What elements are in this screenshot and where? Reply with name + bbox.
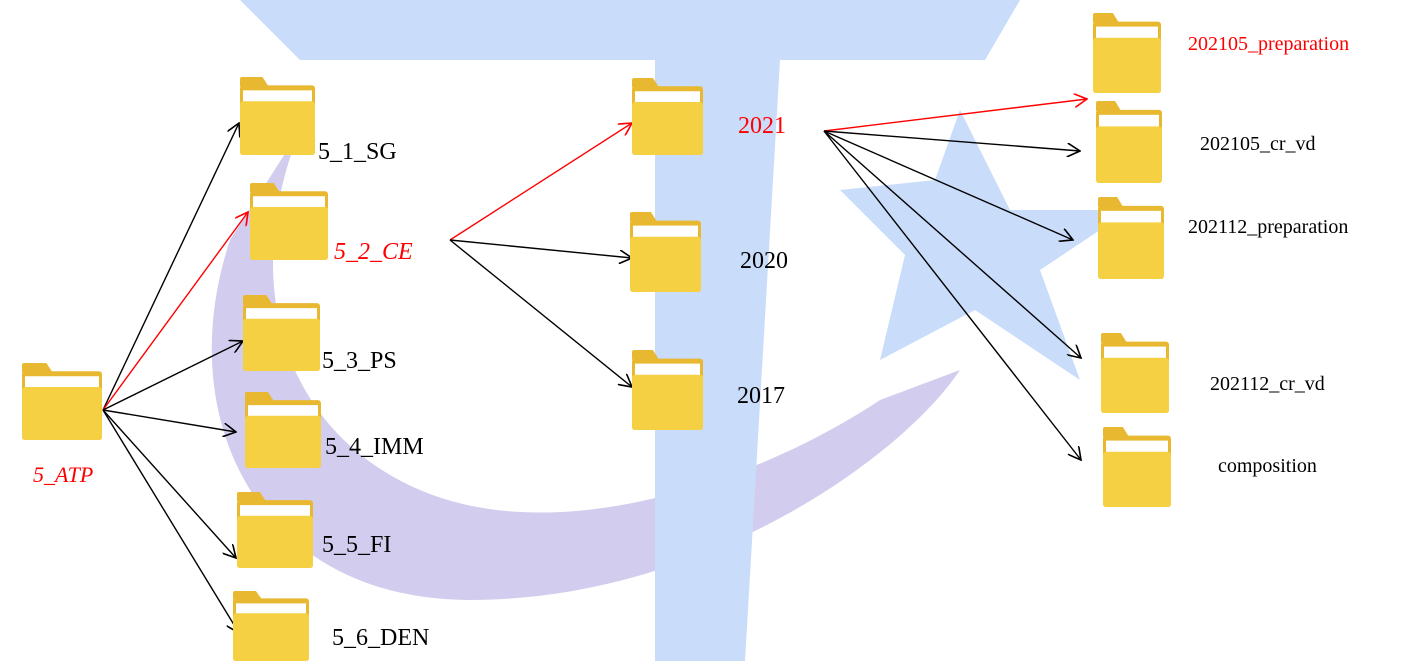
level3-folder-icon[interactable]	[1101, 333, 1169, 413]
highlight-arrow	[102, 212, 248, 411]
arrow	[102, 409, 239, 633]
level2-folder-icon[interactable]	[630, 212, 701, 292]
folder-label: 5_6_DEN	[332, 625, 429, 651]
folder-label: 5_2_CE	[334, 239, 413, 265]
folder-label: 202112_cr_vd	[1210, 373, 1325, 395]
arrow	[823, 130, 1073, 240]
level1-folder-icon[interactable]	[233, 591, 309, 661]
arrow	[823, 130, 1080, 151]
arrow	[102, 409, 236, 558]
folder-label: 202105_cr_vd	[1200, 133, 1316, 155]
level3-folder-icon[interactable]	[1103, 427, 1171, 507]
arrow	[823, 130, 1081, 358]
root-folder-icon[interactable]	[22, 363, 102, 440]
watermark-logo	[211, 0, 1130, 661]
highlight-arrow	[449, 123, 632, 241]
folder-label: 2017	[737, 383, 785, 409]
watermark-star	[840, 110, 1130, 380]
arrow	[102, 123, 239, 411]
connector-arrows	[102, 99, 1087, 633]
folder-label: 5_ATP	[33, 462, 93, 487]
level3-folder-icon[interactable]	[1093, 13, 1161, 94]
level3-folder-icon[interactable]	[1098, 197, 1164, 279]
arrow	[102, 409, 236, 432]
level1-folder-icon[interactable]	[240, 77, 315, 155]
level1-folder-icon[interactable]	[243, 295, 320, 371]
level2-folder-icon[interactable]	[632, 350, 703, 430]
level1-folder-icon[interactable]	[237, 492, 313, 568]
level3-folder-icon[interactable]	[1096, 101, 1162, 183]
level1-folder-icon[interactable]	[250, 183, 328, 260]
level1-folder-icon[interactable]	[245, 392, 321, 468]
level2-folder-icon[interactable]	[632, 78, 703, 155]
arrow	[823, 130, 1081, 460]
folder-nodes: 5_ATP 5_1_SG 5_2_CE 5_3_PS 5_4_IMM 5_5_FI 5_6_…	[22, 13, 1349, 661]
arrow	[449, 239, 632, 387]
folder-label: 5_1_SG	[318, 139, 397, 165]
folder-label: 5_3_PS	[322, 348, 397, 374]
folder-label: composition	[1218, 455, 1317, 477]
arrow	[449, 239, 632, 258]
folder-label: 5_5_FI	[322, 532, 391, 558]
arrow	[102, 341, 243, 411]
highlight-arrow	[823, 99, 1087, 132]
folder-label: 202105_preparation	[1188, 33, 1349, 55]
folder-label: 2020	[740, 248, 788, 274]
folder-label: 2021	[738, 113, 786, 139]
folder-label: 202112_preparation	[1188, 216, 1348, 238]
watermark-crescent	[211, 130, 960, 600]
folder-label: 5_4_IMM	[325, 434, 424, 460]
